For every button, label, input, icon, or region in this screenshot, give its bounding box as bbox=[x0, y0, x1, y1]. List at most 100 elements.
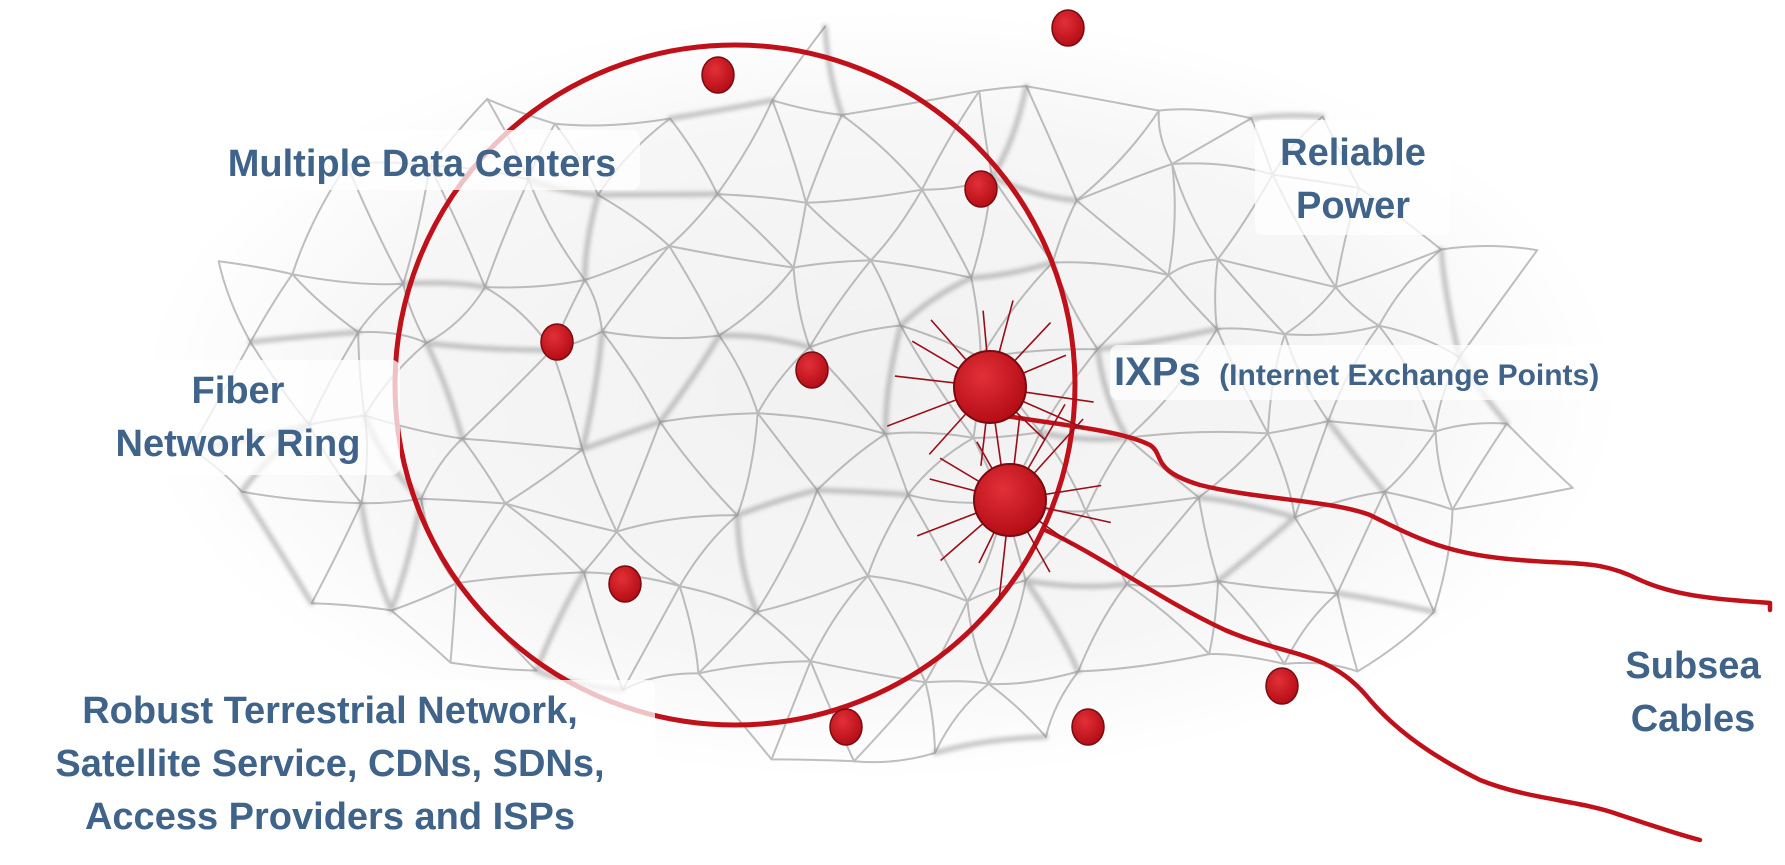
mesh-cell-edge bbox=[1325, 418, 1387, 495]
mesh-cell-edge bbox=[581, 448, 618, 533]
mesh-cell-edge bbox=[1197, 496, 1220, 582]
mesh-cell-edge bbox=[970, 276, 982, 359]
mesh-cell-edge bbox=[972, 431, 1042, 439]
mesh-cell-edge bbox=[1505, 422, 1574, 489]
mesh-cell-edge bbox=[756, 412, 887, 435]
label-subsea-line1: Subsea bbox=[1625, 645, 1761, 687]
mesh-cell-edge bbox=[907, 436, 975, 496]
mesh-cell-edge bbox=[601, 330, 721, 340]
mesh-cell-edge bbox=[814, 487, 911, 498]
mesh-cell-edge bbox=[1025, 85, 1078, 202]
mesh-cell-edge bbox=[883, 323, 904, 437]
mesh-cell-edge bbox=[805, 188, 923, 204]
mesh-cell-edge bbox=[1023, 577, 1081, 674]
mesh-cell-edge bbox=[678, 585, 758, 614]
mesh-cell-edge bbox=[1023, 577, 1130, 589]
mesh-cell-edge bbox=[1125, 580, 1220, 588]
mesh-cell-edge bbox=[1248, 113, 1326, 121]
mesh-cell-edge bbox=[1044, 670, 1080, 738]
mesh-cell-edge bbox=[357, 282, 405, 334]
mesh-cell-edge bbox=[771, 99, 843, 116]
mesh-cell-edge bbox=[310, 502, 363, 605]
mesh-cell-edge bbox=[1356, 610, 1435, 673]
mesh-cell-edge bbox=[1433, 508, 1454, 613]
mesh-cell-edge bbox=[1383, 490, 1435, 613]
mesh-cell-edge bbox=[907, 493, 969, 603]
mesh-cell-edge bbox=[1095, 346, 1130, 441]
mesh-cell-edge bbox=[1216, 327, 1286, 336]
cell-mesh-background bbox=[140, 10, 1620, 780]
mesh-cell-edge bbox=[621, 585, 681, 692]
mesh-cell-edge bbox=[716, 99, 774, 196]
mesh-cell-edge bbox=[425, 286, 486, 345]
mesh-cell-edge bbox=[968, 260, 1056, 281]
mesh-cell-edge bbox=[217, 260, 294, 276]
mesh-cell-edge bbox=[1077, 583, 1128, 673]
mesh-cell-edge bbox=[1283, 286, 1337, 336]
mesh-cell-edge bbox=[978, 90, 994, 179]
mesh-cell-edge bbox=[1075, 199, 1170, 277]
mesh-cell-edge bbox=[920, 90, 981, 191]
mesh-cell-edge bbox=[504, 448, 584, 505]
mesh-cell-edge bbox=[455, 571, 585, 585]
mesh-cell-edge bbox=[553, 117, 672, 127]
mesh-cell-edge bbox=[869, 259, 973, 279]
node-layer bbox=[540, 9, 1299, 746]
mesh-cell-edge bbox=[1217, 580, 1286, 665]
mesh-cell-edge bbox=[390, 609, 452, 664]
mesh-cell-edge bbox=[1125, 496, 1200, 586]
mesh-cell-edge bbox=[866, 574, 969, 603]
mesh-cell-edge bbox=[550, 348, 584, 451]
mesh-cell-edge bbox=[1084, 496, 1200, 513]
mesh-cell-edge bbox=[1214, 258, 1219, 330]
mesh-cell-edge bbox=[601, 330, 662, 423]
red-dot-icon bbox=[829, 708, 863, 746]
mesh-cell-edge bbox=[1216, 258, 1337, 289]
mesh-cell-edge bbox=[582, 571, 624, 692]
label-ixps: IXPs (Internet Exchange Points) bbox=[1114, 350, 1599, 394]
mesh-cell-edge bbox=[924, 600, 969, 684]
mesh-cell-edge bbox=[423, 340, 465, 442]
mesh-cell-edge bbox=[808, 324, 902, 349]
subsea-cable-lower bbox=[1042, 527, 1703, 843]
label-fiber-ring-line2: Network Ring bbox=[116, 423, 361, 465]
mesh-cell-edge bbox=[1157, 109, 1174, 165]
mesh-cell-edge bbox=[357, 331, 428, 345]
mesh-cell-edge bbox=[1336, 592, 1359, 673]
mesh-cell-edge bbox=[716, 193, 808, 204]
mesh-cell-edge bbox=[697, 660, 812, 675]
mesh-cell-edge bbox=[840, 90, 981, 116]
mesh-cell-edge bbox=[816, 432, 887, 492]
mesh-cell-edge bbox=[455, 502, 507, 585]
mesh-cell-edge bbox=[601, 245, 671, 333]
mesh-cell-edge bbox=[756, 412, 819, 492]
mesh-cell-edge bbox=[805, 201, 872, 262]
mesh-cell-edge bbox=[756, 346, 811, 415]
mesh-cell-edge bbox=[899, 324, 975, 439]
mesh-cell-edge bbox=[504, 502, 618, 533]
mesh-cell-edge bbox=[402, 282, 428, 345]
mesh-cell-edge bbox=[1125, 583, 1211, 656]
mesh-cell-edge bbox=[1167, 274, 1218, 330]
mesh-cell-edge bbox=[1171, 163, 1219, 261]
mesh-cell-edge bbox=[486, 98, 556, 125]
mesh-cell-edge bbox=[1084, 436, 1129, 513]
mesh-cell-edge bbox=[1215, 514, 1298, 584]
label-ixps-sub: (Internet Exchange Points) bbox=[1219, 359, 1599, 392]
mesh-cell-edge bbox=[987, 579, 1027, 685]
mesh-cell-edge bbox=[805, 113, 843, 204]
mesh-cell-edge bbox=[582, 530, 618, 574]
mesh-cell-edge bbox=[1096, 274, 1170, 351]
mesh-cell-edge bbox=[423, 340, 555, 353]
label-terrestrial-line2: Satellite Service, CDNs, SDNs, bbox=[55, 743, 604, 785]
mesh-cell-edge bbox=[291, 273, 405, 286]
mesh-cell-edge bbox=[310, 602, 393, 612]
mesh-cell-edge bbox=[1334, 286, 1380, 327]
mesh-cell-edge bbox=[291, 273, 360, 334]
mesh-cell-edge bbox=[771, 99, 808, 204]
mesh-cell-edge bbox=[920, 188, 973, 279]
mesh-cell-edge bbox=[1051, 199, 1078, 264]
mesh-cell-edge bbox=[822, 24, 845, 118]
labels-layer: Multiple Data Centers Reliable Power Fib… bbox=[55, 132, 1761, 838]
